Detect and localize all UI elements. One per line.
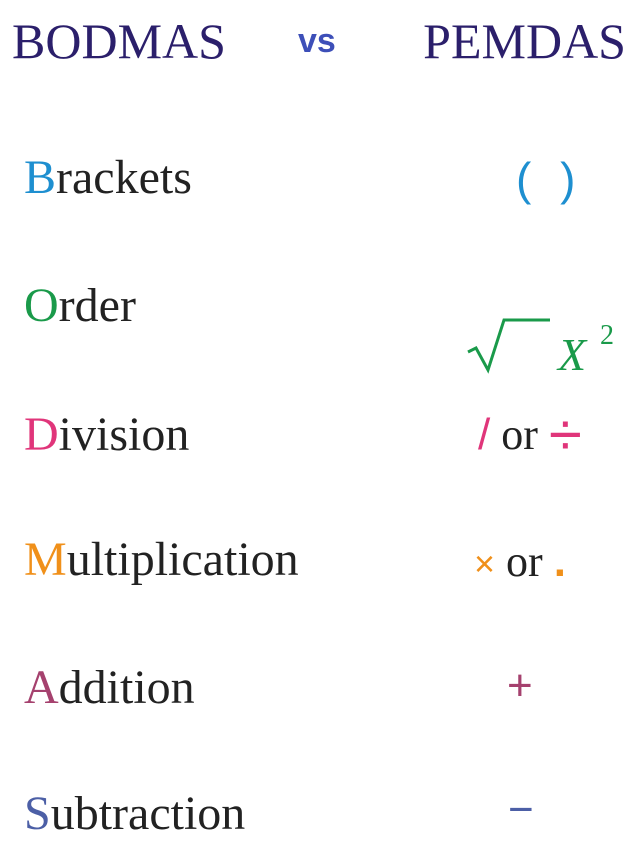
word-order: Order	[24, 282, 136, 330]
initial-b: B	[24, 151, 57, 204]
rest-brackets: rackets	[56, 151, 192, 204]
row-brackets: Brackets ( )	[0, 150, 640, 230]
title-vs: vs	[298, 22, 336, 60]
row-addition: Addition +	[0, 660, 640, 740]
rest-subtraction: ubtraction	[50, 787, 246, 840]
division-or: or	[490, 410, 549, 459]
title-pemdas: PEMDAS	[423, 13, 626, 69]
divide-icon: ÷	[548, 401, 582, 468]
rest-multiplication: ultiplication	[66, 533, 299, 586]
dot-icon: .	[553, 537, 566, 586]
multiplication-or: or	[495, 537, 554, 586]
multiplication-symbols: × or .	[474, 540, 566, 586]
slash-icon: /	[478, 410, 491, 459]
initial-d: D	[24, 408, 59, 461]
initial-m: M	[24, 533, 67, 586]
minus-icon: −	[508, 785, 534, 834]
row-subtraction: Subtraction −	[0, 786, 640, 866]
order-exponent: 2	[600, 320, 614, 351]
row-multiplication: Multiplication × or .	[0, 532, 640, 612]
initial-a: A	[24, 661, 59, 714]
word-brackets: Brackets	[24, 154, 192, 202]
row-order: Order X 2	[0, 278, 640, 379]
row-division: Division / or ÷	[0, 405, 640, 485]
times-icon: ×	[474, 543, 496, 584]
page-title: BODMAS vs PEMDAS	[0, 6, 640, 76]
radical-icon	[467, 318, 550, 374]
initial-s: S	[24, 787, 51, 840]
division-symbols: / or ÷	[478, 405, 582, 465]
word-multiplication: Multiplication	[24, 536, 299, 584]
word-division: Division	[24, 411, 189, 459]
title-bodmas: BODMAS	[12, 13, 226, 69]
rest-order: rder	[58, 279, 136, 332]
order-base: X	[556, 329, 588, 378]
order-symbol: X 2	[467, 318, 614, 378]
word-addition: Addition	[24, 664, 195, 712]
rest-division: ivision	[58, 408, 190, 461]
brackets-symbol: ( )	[516, 153, 584, 205]
initial-o: O	[24, 279, 59, 332]
word-subtraction: Subtraction	[24, 790, 245, 838]
plus-icon: +	[507, 661, 533, 710]
rest-addition: ddition	[58, 661, 195, 714]
